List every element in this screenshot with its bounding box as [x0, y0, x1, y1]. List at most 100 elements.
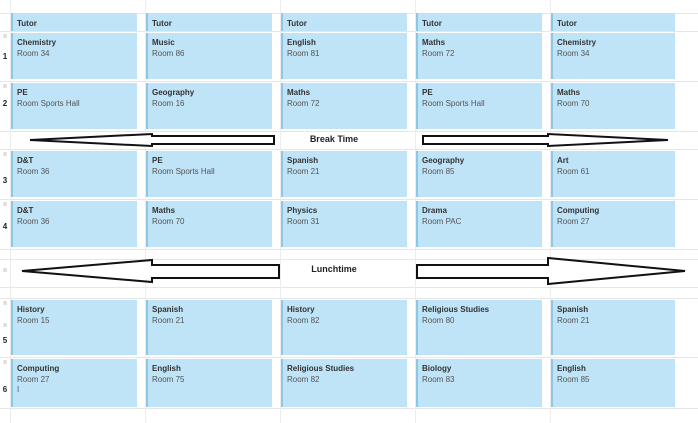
lesson-cell[interactable]: PE Room Sports Hall	[146, 151, 272, 197]
lesson-subject: Spanish	[287, 156, 319, 165]
tutor-cell[interactable]: Tutor	[11, 13, 137, 31]
gridline	[0, 249, 698, 250]
lesson-subject: PE	[17, 88, 28, 97]
break-arrow-left	[29, 132, 275, 148]
gridline	[0, 357, 698, 358]
tutor-cell[interactable]: Tutor	[551, 13, 675, 31]
gridline	[145, 0, 146, 423]
lesson-subject: Religious Studies	[287, 364, 355, 373]
tutor-label: Tutor	[152, 19, 172, 28]
row-marker: n	[3, 202, 7, 208]
lesson-room: Room 15	[17, 316, 50, 325]
lesson-cell[interactable]: PE Room Sports Hall	[11, 83, 137, 129]
row-marker: n	[3, 268, 7, 274]
lesson-subject: English	[557, 364, 586, 373]
tutor-cell[interactable]: Tutor	[146, 13, 272, 31]
lesson-room: Room 21	[287, 167, 320, 176]
lesson-room: Room Sports Hall	[422, 99, 485, 108]
lesson-room: Room 72	[287, 99, 320, 108]
lesson-subject: Maths	[152, 206, 176, 215]
row-marker: n	[3, 360, 7, 366]
tutor-label: Tutor	[557, 19, 577, 28]
break-time-label: Break Time	[309, 134, 359, 144]
lesson-room: Room 75	[152, 375, 185, 384]
lesson-room: Room Sports Hall	[17, 99, 80, 108]
gridline	[0, 259, 698, 260]
lesson-room: Room 83	[422, 375, 455, 384]
lesson-subject: Biology	[422, 364, 452, 373]
gridline	[415, 0, 416, 423]
gridline	[10, 0, 11, 423]
lesson-subject: Drama	[422, 206, 447, 215]
period-number: 6	[2, 385, 8, 394]
lesson-note: I	[17, 385, 20, 394]
lunch-arrow-left	[21, 258, 280, 284]
lesson-room: Room 81	[287, 49, 320, 58]
lesson-subject: Spanish	[152, 305, 184, 314]
row-marker: n	[3, 84, 7, 90]
gridline	[0, 81, 698, 82]
lesson-subject: Geography	[152, 88, 195, 97]
lunch-arrow-right	[416, 256, 686, 286]
tutor-cell[interactable]: Tutor	[281, 13, 407, 31]
gridline	[0, 149, 698, 150]
lesson-subject: PE	[152, 156, 163, 165]
gridline	[0, 199, 698, 200]
lesson-room: Room 85	[557, 375, 590, 384]
period-number: 2	[2, 99, 8, 108]
row-marker: n	[3, 34, 7, 40]
lesson-subject: Maths	[557, 88, 581, 97]
lesson-room: Room PAC	[422, 217, 462, 226]
lesson-subject: English	[152, 364, 181, 373]
tutor-label: Tutor	[422, 19, 442, 28]
lesson-subject: Maths	[287, 88, 311, 97]
lesson-subject: Computing	[557, 206, 600, 215]
period-number: 3	[2, 176, 8, 185]
lesson-subject: Music	[152, 38, 175, 47]
lesson-subject: Computing	[17, 364, 60, 373]
lesson-room: Room 27	[17, 375, 50, 384]
lesson-room: Room 31	[287, 217, 320, 226]
gridline	[0, 298, 698, 299]
lesson-subject: Chemistry	[557, 38, 597, 47]
lesson-room: Room 34	[17, 49, 50, 58]
lesson-subject: Chemistry	[17, 38, 57, 47]
lesson-subject: Physics	[287, 206, 318, 215]
lesson-room: Room 21	[557, 316, 590, 325]
period-number: 4	[2, 222, 8, 231]
lesson-room: Room 70	[557, 99, 590, 108]
row-marker: n	[3, 152, 7, 158]
lesson-room: Room 34	[557, 49, 590, 58]
lesson-subject: Religious Studies	[422, 305, 490, 314]
lesson-room: Room Sports Hall	[152, 167, 215, 176]
tutor-cell[interactable]: Tutor	[416, 13, 542, 31]
